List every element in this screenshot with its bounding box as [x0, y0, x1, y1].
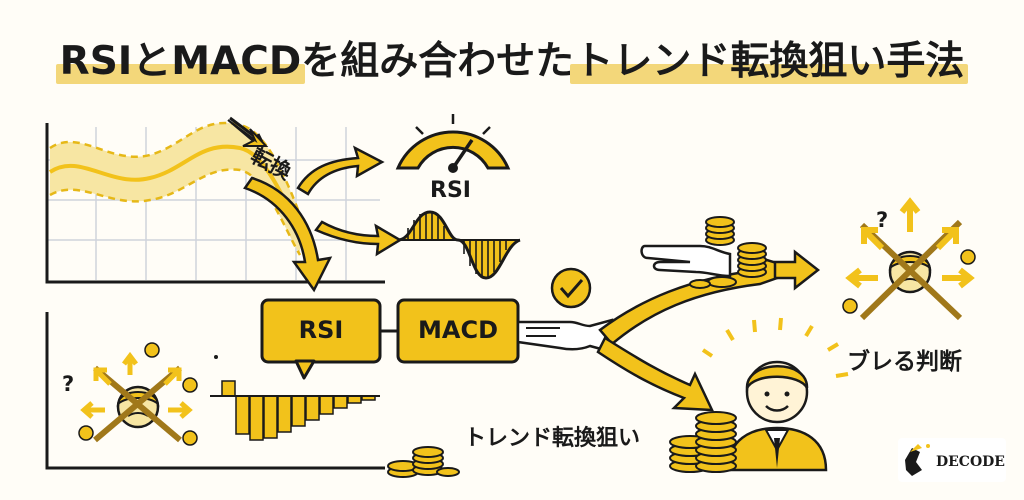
check-circle-icon — [550, 267, 592, 309]
decor-dot — [214, 355, 218, 359]
price-band-upper — [49, 121, 302, 216]
confused-person-right-icon — [842, 197, 976, 321]
price-chart-axes — [45, 123, 385, 284]
arrow-reversal-icon — [243, 176, 333, 293]
rsi-box-label: RSI — [298, 316, 344, 344]
macd-box-label: MACD — [418, 316, 498, 344]
arrow-to-macd-icon — [314, 220, 403, 257]
price-band — [50, 122, 300, 255]
bureru-handan-label: ブレる判断 — [847, 349, 962, 375]
rsi-gauge-label: RSI — [430, 178, 471, 203]
confused-person-left-icon — [78, 342, 198, 446]
macd-oscillator-icon — [397, 210, 521, 280]
rsi-box-tail — [294, 359, 316, 380]
price-chart — [45, 121, 385, 284]
title-highlight-rsi-macd: RSIとMACD — [55, 30, 305, 86]
page-title: RSIとMACDを組み合わせたトレンド転換狙い手法 — [0, 30, 1024, 86]
hand-coins-icon — [640, 216, 821, 291]
histogram-panel — [45, 312, 385, 470]
price-line — [48, 144, 302, 236]
businessman-icon — [701, 317, 849, 472]
title-highlight-trend: トレンド転換狙い手法 — [570, 30, 969, 86]
question-mark-right: ? — [876, 208, 889, 232]
rsi-gauge-icon — [395, 114, 511, 173]
coin-stack-small-icon — [387, 446, 460, 478]
arrow-branch-down-icon — [596, 336, 715, 412]
decode-logo-figure — [898, 438, 1006, 482]
title-middle: を組み合わせた — [301, 39, 575, 84]
trend-reversal-label: トレンド転換狙い — [464, 426, 641, 451]
coin-stack-large-icon — [669, 411, 737, 473]
arrow-to-rsi-icon — [296, 145, 385, 196]
pointing-hand-icon — [516, 318, 614, 354]
histogram-bars — [221, 380, 376, 441]
decode-logo-text: DECODE — [936, 454, 1005, 470]
question-mark-left: ? — [62, 372, 75, 396]
